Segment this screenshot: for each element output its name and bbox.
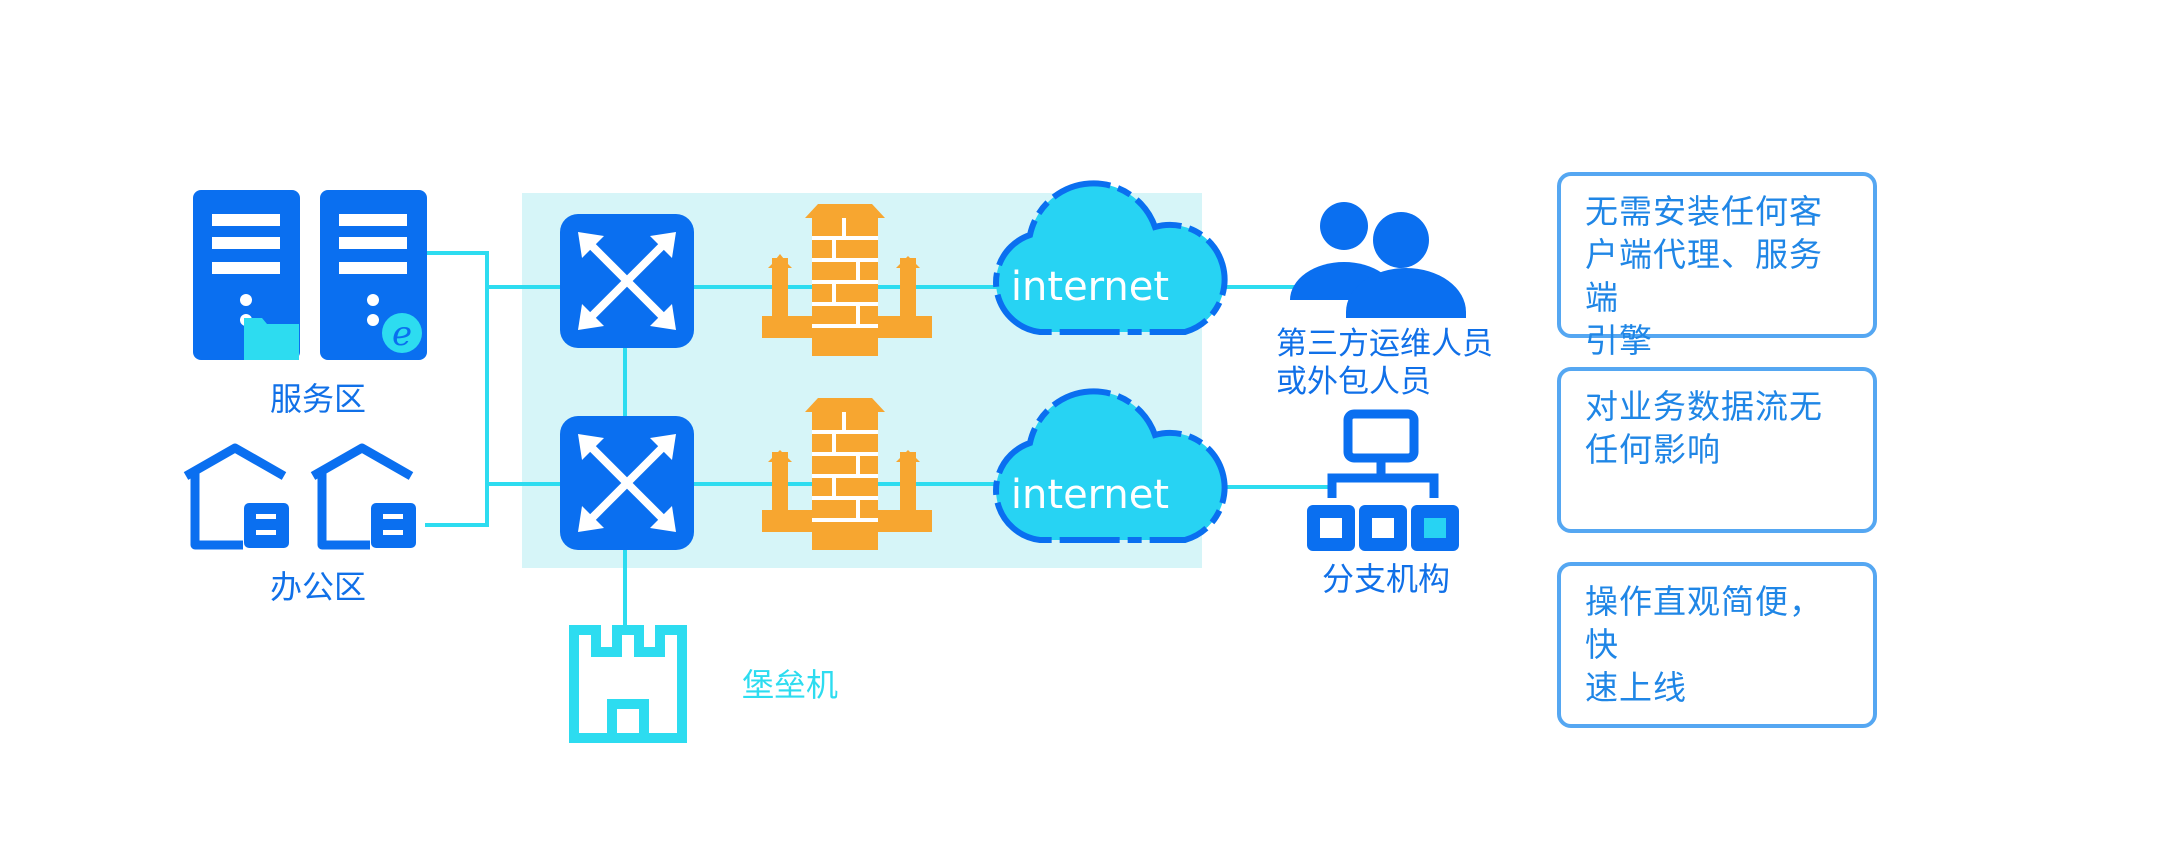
internet-label-top: internet bbox=[1011, 264, 1169, 310]
switch-icon bbox=[560, 416, 694, 550]
office-zone-label: 办公区 bbox=[270, 568, 366, 606]
users-icon bbox=[1290, 202, 1466, 318]
firewall-icon bbox=[762, 398, 932, 550]
feature-text-1: 无需安装任何客 户端代理、服务端 引擎 bbox=[1585, 192, 1823, 360]
branch-org-icon bbox=[1307, 409, 1459, 551]
cloud-icon bbox=[993, 180, 1228, 335]
feature-card-3: 操作直观简便，快 速上线 bbox=[1557, 562, 1877, 728]
left-bus-line bbox=[425, 251, 489, 527]
bastion-castle-icon bbox=[569, 625, 687, 743]
office-cabinet-icons bbox=[244, 503, 416, 548]
feature-card-2: 对业务数据流无 任何影响 bbox=[1557, 367, 1877, 533]
service-zone-label: 服务区 bbox=[270, 380, 366, 418]
firewall-icon bbox=[762, 204, 932, 356]
office-house-icon bbox=[183, 443, 414, 550]
bastion-label: 堡垒机 bbox=[742, 666, 838, 704]
switch-icon bbox=[560, 214, 694, 348]
server-folder-icon bbox=[193, 190, 300, 360]
third-party-label: 第三方运维人员 或外包人员 bbox=[1276, 326, 1493, 400]
branch-label: 分支机构 bbox=[1322, 560, 1450, 598]
internet-label-bottom: internet bbox=[1011, 472, 1169, 518]
server-ie-icon: e bbox=[320, 190, 427, 360]
feature-card-1: 无需安装任何客 户端代理、服务端 引擎 bbox=[1557, 172, 1877, 360]
svg-text:e: e bbox=[392, 314, 412, 354]
feature-text-2: 对业务数据流无 任何影响 bbox=[1585, 387, 1823, 469]
feature-text-3: 操作直观简便，快 速上线 bbox=[1585, 582, 1823, 707]
cloud-icon bbox=[993, 388, 1228, 543]
